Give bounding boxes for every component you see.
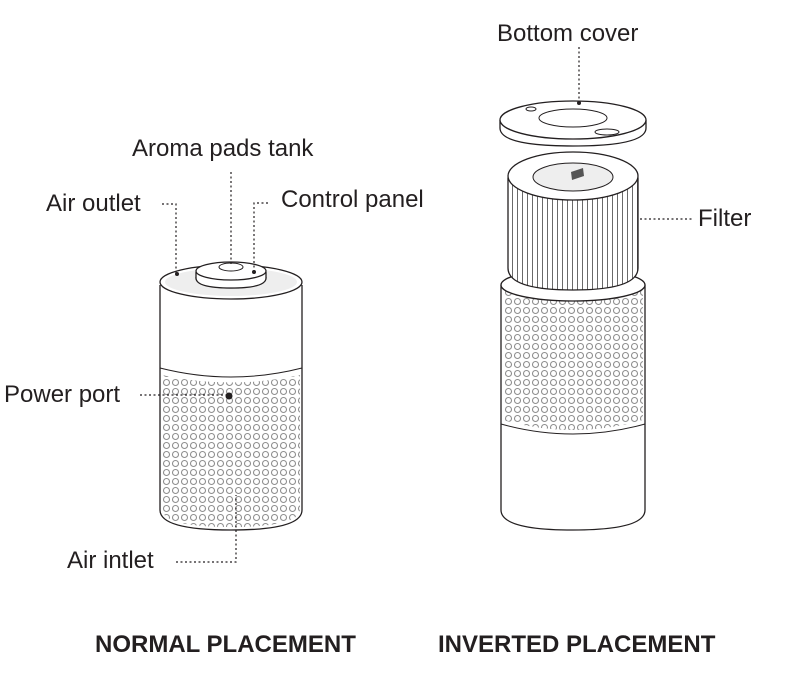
label-aroma-pads-tank: Aroma pads tank	[132, 135, 314, 162]
normal-purifier	[159, 261, 303, 531]
label-control-panel: Control panel	[281, 186, 424, 213]
label-filter: Filter	[698, 205, 752, 232]
caption-normal-placement: NORMAL PLACEMENT	[95, 631, 356, 658]
power-port-dot	[225, 392, 233, 400]
filter-body	[507, 177, 639, 291]
label-power-port: Power port	[4, 381, 121, 408]
caption-inverted-placement: INVERTED PLACEMENT	[438, 631, 716, 658]
label-bottom-cover: Bottom cover	[497, 20, 639, 47]
label-air-outlet: Air outlet	[46, 190, 141, 217]
inverted-mesh	[503, 290, 643, 430]
inverted-purifier	[499, 100, 647, 531]
air-inlet-mesh	[162, 375, 300, 527]
leader-lines	[140, 47, 694, 563]
label-air-inlet: Air intlet	[67, 547, 154, 574]
